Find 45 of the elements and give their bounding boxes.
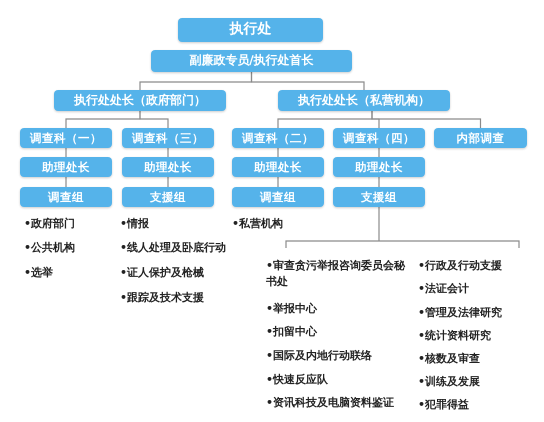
list-item: •跟踪及技术支援 (120, 290, 204, 306)
list-item: •行政及行动支援 (418, 258, 502, 274)
org-box: 调查科（一） (20, 128, 112, 148)
list-item: •公共机构 (24, 240, 76, 256)
list-item: •统计资料研究 (418, 328, 492, 344)
org-box: 助理处长 (333, 157, 425, 177)
org-box: 调查科（四） (333, 128, 425, 148)
list-item: •扣留中心 (266, 324, 318, 340)
list-item: •训练及发展 (418, 374, 480, 390)
org-box: 执行处处长（私营机构） (278, 90, 450, 111)
list-item: •核数及审查 (418, 351, 480, 367)
connector-line (250, 72, 365, 90)
list-item: •管理及法律研究 (418, 305, 502, 321)
connector-line (277, 177, 279, 187)
list-item: •审查贪污举报咨询委员会秘书处 (266, 258, 406, 290)
org-box: 副廉政专员/执行处首长 (151, 50, 352, 72)
org-box: 内部调查 (434, 128, 527, 148)
list-item: •选举 (24, 265, 54, 281)
org-box: 助理处长 (122, 157, 214, 177)
org-box: 执行处 (178, 18, 323, 42)
connector-line (167, 177, 169, 187)
list-item: •情报 (120, 216, 150, 232)
org-box: 助理处长 (20, 157, 112, 177)
list-item: •线人处理及卧底行动 (120, 240, 226, 256)
list-item: •私营机构 (232, 216, 284, 232)
org-box: 支援组 (333, 187, 425, 207)
org-box: 调查组 (232, 187, 324, 207)
connector-line (139, 111, 169, 128)
connector-line (65, 177, 67, 187)
list-item: •政府部门 (24, 216, 76, 232)
connector-line (371, 111, 482, 128)
list-item: •举报中心 (266, 301, 318, 317)
list-item: •快速反应队 (266, 372, 328, 388)
connector-line (378, 177, 380, 187)
list-item: •国际及内地行动联络 (266, 348, 372, 364)
list-item: •资讯科技及电脑资料鉴证 (266, 395, 394, 411)
list-item: •证人保护及枪械 (120, 265, 204, 281)
org-box: 助理处长 (232, 157, 324, 177)
list-item: •犯罪得益 (418, 397, 470, 413)
list-item: •法证会计 (418, 281, 470, 297)
org-box: 支援组 (122, 187, 214, 207)
org-box: 调查科（三） (122, 128, 214, 148)
org-box: 调查组 (20, 187, 112, 207)
org-box: 执行处处长（政府部门） (54, 90, 226, 111)
org-box: 调查科（二） (232, 128, 324, 148)
